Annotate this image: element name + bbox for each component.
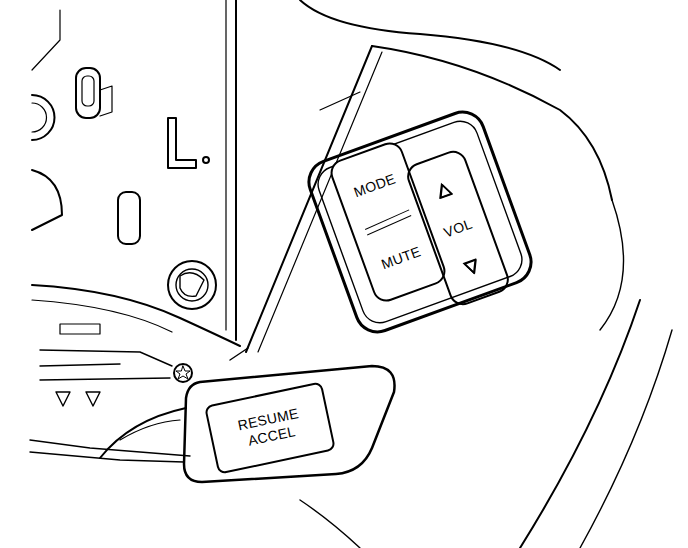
column-part [40, 350, 172, 366]
column-part [40, 378, 170, 380]
column-part [56, 392, 70, 406]
spoke-outline [600, 200, 624, 330]
panel-slot [82, 76, 94, 106]
column-part [100, 408, 186, 458]
panel-slot [118, 192, 140, 244]
mode-mute-button: MODE MUTE [327, 139, 450, 306]
spoke-outline [320, 92, 360, 110]
round-boss [32, 103, 46, 132]
wire [30, 452, 184, 462]
panel-bracket [168, 118, 196, 168]
resume-accel-button: RESUME ACCEL [204, 381, 336, 474]
column-part [40, 364, 120, 366]
switch-bezel [303, 106, 537, 338]
panel-edge [235, 0, 237, 340]
volume-arrows [437, 183, 480, 275]
panel-edge [225, 0, 226, 330]
screw [176, 366, 190, 379]
wheel-rim [520, 300, 640, 548]
button-label: RESUME ACCEL [227, 403, 312, 452]
spoke-outline [300, 500, 360, 548]
round-boss [32, 95, 55, 140]
down-arrow [464, 259, 479, 274]
panel-clip [100, 86, 112, 116]
column-knob [180, 273, 204, 297]
wheel-hub-edge [300, 0, 560, 70]
up-arrow [437, 183, 452, 198]
column-part [86, 392, 100, 406]
column-knob [176, 269, 208, 301]
column-knob [168, 261, 216, 309]
panel-slot [76, 68, 100, 118]
panel-tab [32, 170, 62, 230]
button-label: MUTE [379, 243, 423, 273]
column-part [120, 420, 180, 440]
switch-bezel [184, 366, 395, 482]
column-part [60, 324, 100, 334]
panel-edge [32, 285, 240, 346]
down-arrow [465, 260, 480, 275]
up-arrow [436, 182, 451, 197]
panel-edge [32, 10, 60, 70]
button-label: VOL [442, 215, 475, 241]
screw [174, 364, 192, 382]
panel-hole [203, 157, 209, 163]
panel-edge [32, 300, 172, 332]
spoke-edge [230, 348, 248, 360]
button-divider [365, 209, 411, 235]
button-label: MODE [352, 170, 398, 201]
wheel-rim [580, 330, 672, 548]
